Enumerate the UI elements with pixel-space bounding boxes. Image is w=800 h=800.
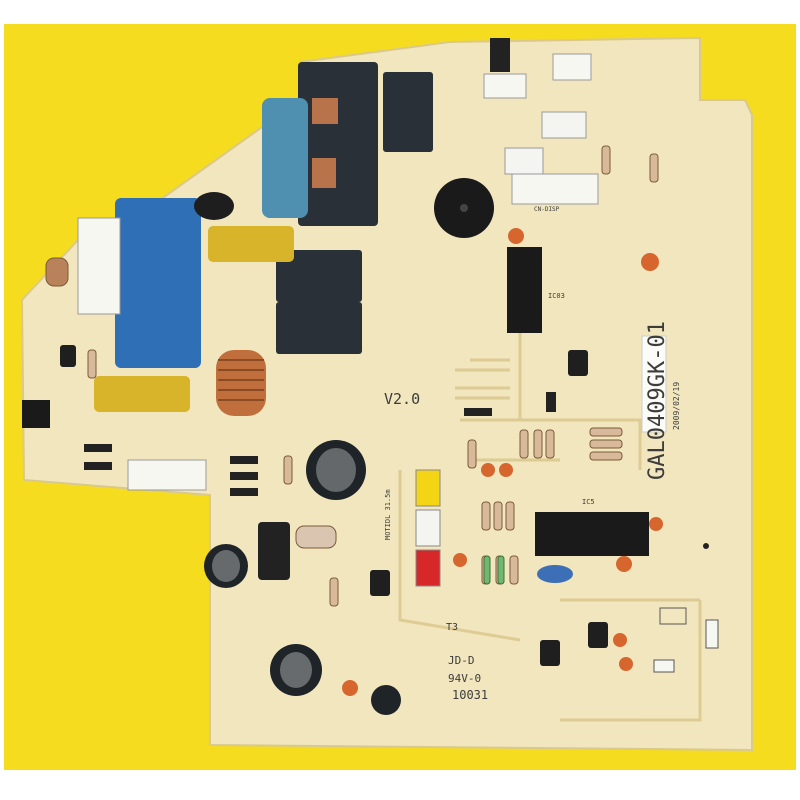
- jumper: [659, 607, 687, 625]
- white-connector: [511, 173, 599, 205]
- jumper: [705, 619, 719, 649]
- board-model-label: GAL0409GK-01: [645, 321, 670, 480]
- relay: [276, 250, 362, 302]
- white-connector: [541, 111, 587, 139]
- white-connector: [504, 147, 544, 175]
- electrolytic-capacitor: [270, 644, 322, 696]
- white-connector: [77, 217, 121, 315]
- electrolytic-capacitor: [371, 685, 401, 715]
- white-connector: [552, 53, 592, 81]
- jumper: [653, 659, 675, 673]
- ic-chip: [507, 247, 542, 333]
- yellow-connector: [415, 469, 441, 507]
- black-switch: [490, 38, 510, 72]
- heatsink: [258, 522, 290, 580]
- relay: [298, 62, 378, 226]
- small-black-cap: [194, 192, 234, 220]
- white-connector: [483, 73, 527, 99]
- white-connector: [415, 509, 441, 547]
- ic-chip: [22, 400, 50, 428]
- ic5-label: IC5: [582, 498, 595, 506]
- blue-component: [537, 565, 573, 583]
- teal-capacitor: [262, 98, 308, 218]
- version-label: V2.0: [384, 390, 421, 408]
- ceramic-capacitors: [342, 228, 663, 696]
- yellow-capacitor: [208, 226, 294, 262]
- resistor-group: [45, 145, 659, 607]
- t3-mark: T3: [446, 622, 459, 633]
- date-sticker-text: 2009/02/19: [672, 381, 681, 430]
- motor-label: MOTIDL 31.5m: [384, 489, 392, 540]
- diodes: [84, 392, 556, 496]
- white-connector: [127, 459, 207, 491]
- transistor: [568, 350, 588, 376]
- traces: [398, 300, 702, 722]
- red-connector: [415, 549, 441, 587]
- transistor: [540, 640, 560, 666]
- relay: [276, 302, 362, 354]
- white-sticker: [641, 335, 667, 433]
- ic3-label: IC03: [548, 292, 565, 300]
- electrolytic-capacitor: [306, 440, 366, 500]
- cn-disp-label: CN-DISP: [534, 206, 560, 213]
- blue-capacitor: [115, 198, 201, 368]
- transistor: [60, 345, 76, 367]
- ul-rating-label: 94V-0: [448, 672, 482, 685]
- mounting-hole: [703, 543, 709, 549]
- ic-chip: [535, 512, 649, 556]
- transistor: [370, 570, 390, 596]
- electrolytic-capacitor: [204, 544, 248, 588]
- relay: [383, 72, 433, 152]
- lot-label: 10031: [452, 688, 489, 702]
- jd-mark-label: JD-D: [448, 654, 475, 667]
- yellow-capacitor: [94, 376, 190, 412]
- resistor-group: [483, 555, 505, 585]
- transistor: [588, 622, 608, 648]
